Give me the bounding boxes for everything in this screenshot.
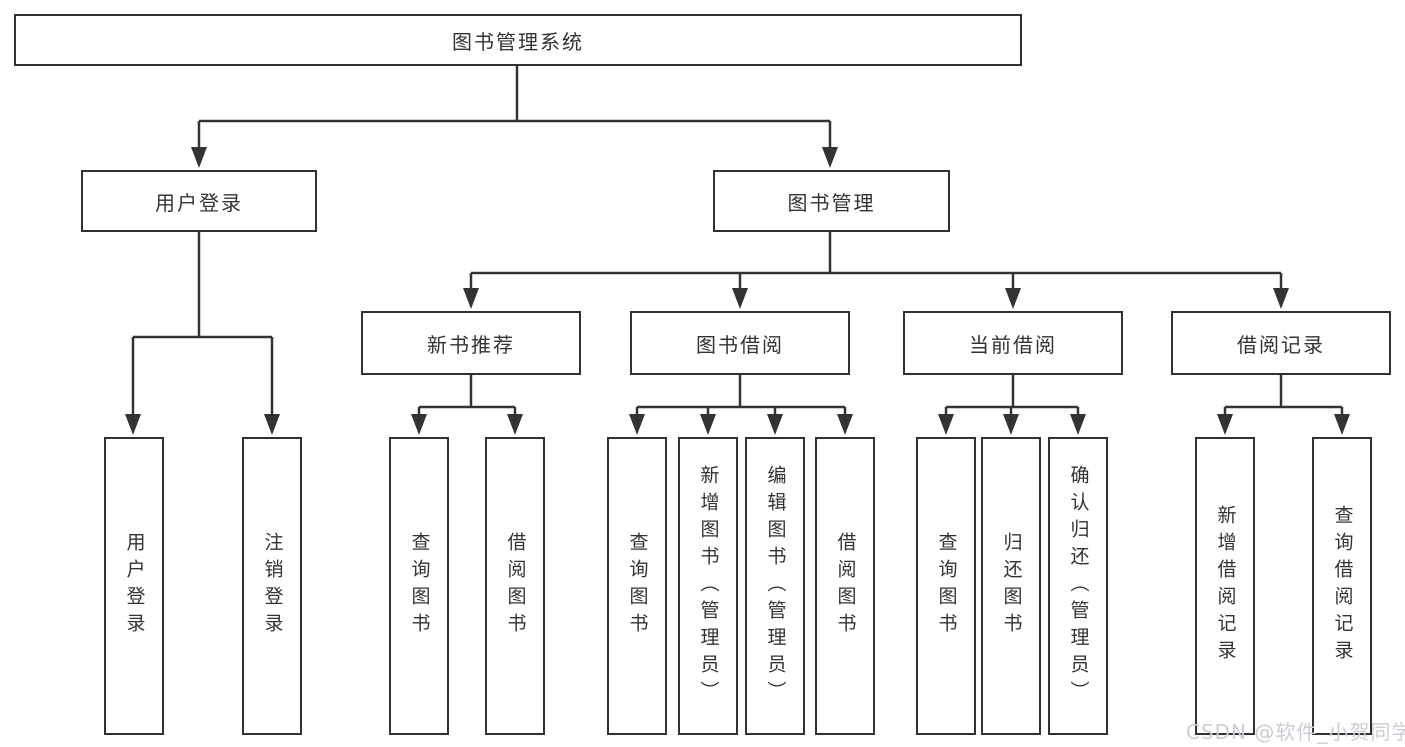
node-label: 新书推荐: [427, 332, 515, 357]
leaf-borrow-books-recommend: 借阅图书: [485, 437, 545, 735]
node-new-book-recommend: 新书推荐: [361, 311, 581, 375]
node-label: 借阅记录: [1237, 332, 1325, 357]
leaf-label: 借阅图书: [504, 532, 527, 640]
leaf-confirm-return-admin: 确认归还（管理员）: [1048, 437, 1108, 735]
node-label: 图书借阅: [696, 332, 784, 357]
node-label: 当前借阅: [969, 332, 1057, 357]
node-label: 用户登录: [155, 190, 243, 215]
leaf-logout-login: 注销登录: [242, 437, 302, 735]
leaf-label: 查询图书: [935, 532, 958, 640]
leaf-add-borrow-record: 新增借阅记录: [1195, 437, 1255, 735]
leaf-query-books-recommend: 查询图书: [389, 437, 449, 735]
node-root: 图书管理系统: [14, 14, 1022, 66]
node-borrow-records: 借阅记录: [1171, 311, 1391, 375]
leaf-query-borrow-record: 查询借阅记录: [1312, 437, 1372, 735]
leaf-return-books: 归还图书: [981, 437, 1041, 735]
leaf-edit-books-admin: 编辑图书（管理员）: [745, 437, 805, 735]
leaf-label: 注销登录: [261, 532, 284, 640]
node-current-borrow: 当前借阅: [903, 311, 1123, 375]
node-book-management: 图书管理: [713, 170, 950, 232]
leaf-label: 用户登录: [123, 532, 146, 640]
leaf-query-books-current: 查询图书: [916, 437, 976, 735]
node-user-login: 用户登录: [81, 170, 317, 232]
node-book-borrow: 图书借阅: [630, 311, 850, 375]
leaf-label: 查询图书: [408, 532, 431, 640]
leaf-label: 查询图书: [626, 532, 649, 640]
node-label: 图书管理系统: [452, 29, 584, 54]
leaf-label: 查询借阅记录: [1331, 505, 1354, 667]
node-label: 图书管理: [787, 190, 876, 215]
leaf-borrow-books: 借阅图书: [815, 437, 875, 735]
leaf-label: 编辑图书（管理员）: [764, 464, 787, 708]
leaf-label: 借阅图书: [834, 532, 857, 640]
leaf-add-books-admin: 新增图书（管理员）: [678, 437, 738, 735]
leaf-user-login: 用户登录: [104, 437, 164, 735]
leaf-query-books-borrow: 查询图书: [607, 437, 667, 735]
leaf-label: 归还图书: [1000, 532, 1023, 640]
leaf-label: 确认归还（管理员）: [1067, 464, 1090, 708]
leaf-label: 新增图书（管理员）: [697, 464, 720, 708]
leaf-label: 新增借阅记录: [1214, 505, 1237, 667]
csdn-watermark: CSDN @软件_小贺同学: [1186, 720, 1405, 744]
